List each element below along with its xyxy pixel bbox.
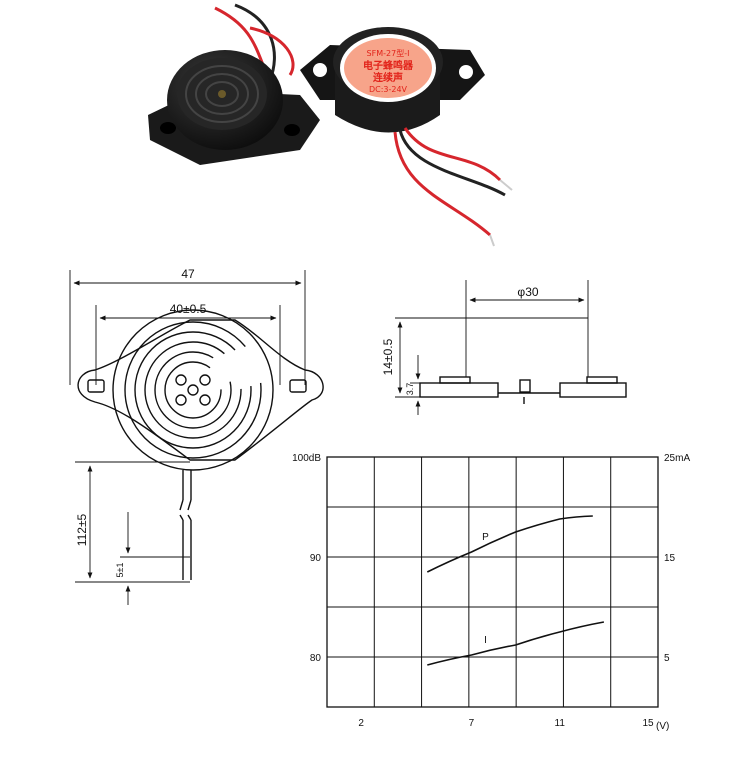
chart-y-left-tick-label: 100dB (292, 453, 321, 464)
chart-series-label-I: I (484, 635, 487, 646)
buzzer-back-photo: SFM-27型-I 电子蜂鸣器 连续声 DC:3-24V (300, 27, 485, 133)
buzzer-front-photo (148, 50, 320, 165)
chart-x-tick-label: 11 (555, 718, 566, 729)
product-photo: SFM-27型-I 电子蜂鸣器 连续声 DC:3-24V (148, 3, 513, 247)
chart-series-label-P: P (482, 532, 489, 543)
chart-y-left-tick-label: 90 (310, 553, 322, 564)
front-view-drawing (77, 309, 324, 580)
side-view-dimensions (395, 280, 589, 415)
label-name: 电子蜂鸣器 (363, 59, 414, 72)
chart-frame (326, 456, 659, 708)
chart-x-unit-label: (V) (656, 721, 669, 732)
side-view-drawing (419, 376, 627, 404)
hole-spacing-label: 40±0.5 (170, 302, 207, 316)
chart-x-tick-label: 7 (469, 718, 475, 729)
chart-series-line-I (427, 621, 605, 666)
base-height-label: 3.7 (405, 383, 415, 396)
diameter-label: φ30 (517, 285, 538, 299)
chart-x-tick-label: 15 (642, 718, 654, 729)
label-voltage: DC:3-24V (369, 85, 408, 94)
lead-length-label: 112±5 (75, 513, 89, 546)
chart-y-right-tick-label: 25mA (664, 453, 690, 464)
label-sound: 连续声 (373, 71, 403, 84)
chart-y-right-tick-label: 5 (664, 653, 670, 664)
label-model: SFM-27型-I (367, 49, 410, 58)
chart-series-line-P (426, 515, 593, 573)
chart-y-left-tick-label: 80 (310, 653, 322, 664)
front-view-dimensions (69, 270, 306, 605)
chart-y-right-tick-label: 15 (664, 553, 676, 564)
lead-strip-label: 5±1 (115, 563, 125, 578)
height-label: 14±0.5 (381, 338, 395, 375)
overall-width-label: 47 (181, 267, 195, 281)
chart-x-tick-label: 2 (358, 718, 364, 729)
